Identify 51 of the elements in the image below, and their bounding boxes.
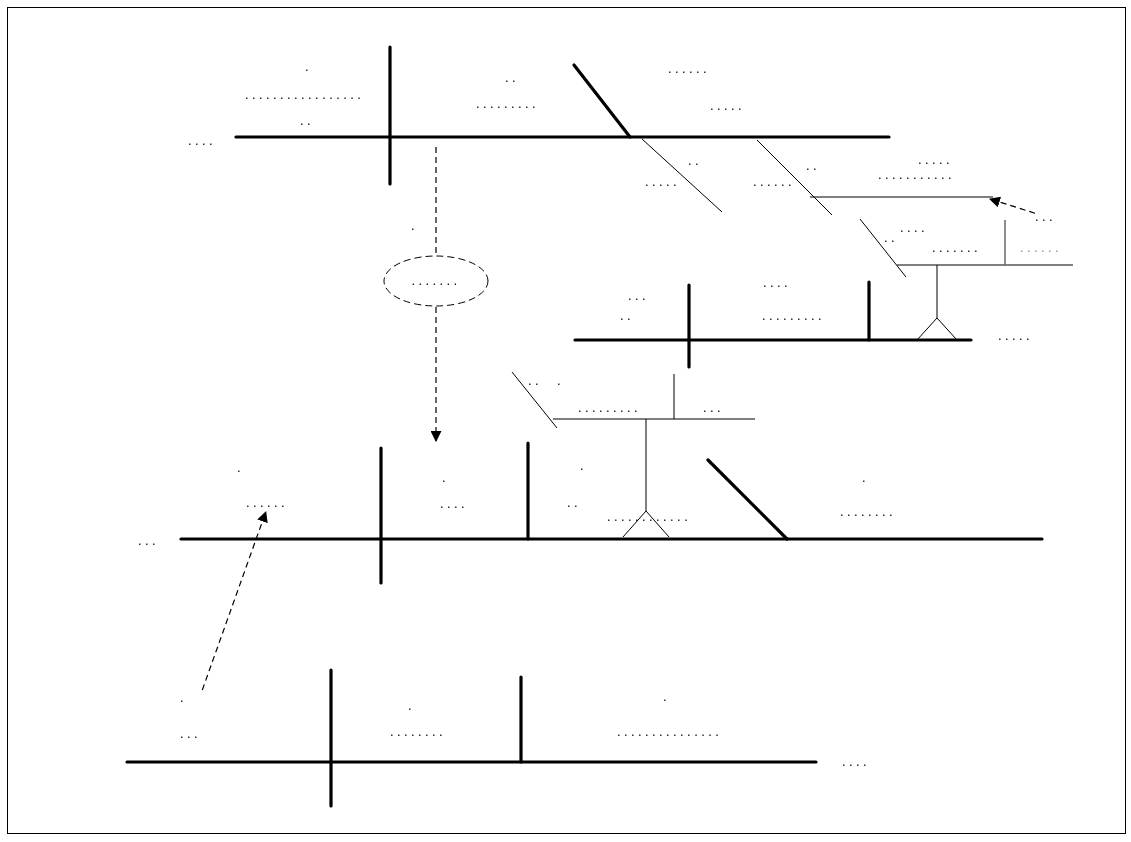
dotted-label: ........ <box>840 504 897 520</box>
dotted-label: .. <box>300 113 315 129</box>
dotted-label: ... <box>628 288 650 304</box>
dotted-label: .. <box>567 495 582 511</box>
dotted-label: .... <box>188 133 217 149</box>
dotted-label: .. <box>688 153 703 169</box>
dashed-arrow <box>988 196 1036 214</box>
dotted-label: .... <box>900 220 929 236</box>
dotted-label: ........ <box>390 724 447 740</box>
dotted-label: ............ <box>607 509 692 525</box>
dotted-label: ......... <box>476 96 540 112</box>
dotted-label: ... <box>180 726 202 742</box>
dashed-arrow <box>430 306 442 443</box>
dotted-label: . <box>180 690 187 706</box>
dotted-label: .. <box>505 70 520 86</box>
dotted-label: ..... <box>645 174 681 190</box>
dotted-label: .. <box>620 308 635 324</box>
dotted-label: ..... <box>918 152 954 168</box>
dashed-arrow <box>201 510 268 691</box>
dotted-label: . <box>442 470 449 486</box>
dotted-label: ......... <box>762 308 826 324</box>
dotted-label: ...... <box>1020 240 1063 256</box>
dotted-label: ...... <box>668 61 711 77</box>
dotted-label: .... <box>440 496 469 512</box>
dotted-label: ............... <box>617 724 723 740</box>
dotted-label: ...... <box>753 174 796 190</box>
dotted-label: ..... <box>710 98 746 114</box>
ellipse-label: ....... <box>411 273 461 289</box>
dotted-label: . <box>411 218 418 234</box>
dotted-label: . <box>862 470 869 486</box>
dotted-label: . <box>237 460 244 476</box>
dotted-label: .. <box>884 230 899 246</box>
dotted-label: . <box>557 373 564 389</box>
dotted-label: ... <box>138 533 160 549</box>
dotted-label: ... <box>1035 209 1057 225</box>
dotted-label: .... <box>842 754 871 770</box>
dotted-label: ... <box>703 400 725 416</box>
dotted-label: ........... <box>878 167 956 183</box>
dotted-label: ...... <box>246 495 289 511</box>
dotted-label: .. <box>806 158 821 174</box>
dotted-label: ................. <box>245 87 365 103</box>
dotted-label: . <box>663 689 670 705</box>
dotted-label: . <box>305 59 312 75</box>
dotted-label: .... <box>763 275 792 291</box>
dotted-label: . <box>580 458 587 474</box>
dotted-label: ..... <box>998 328 1034 344</box>
dashed-ellipse <box>383 255 489 307</box>
dotted-label: ....... <box>932 240 982 256</box>
dotted-label: ......... <box>578 400 642 416</box>
dotted-label: . <box>408 698 415 714</box>
dotted-label: .. <box>528 373 543 389</box>
